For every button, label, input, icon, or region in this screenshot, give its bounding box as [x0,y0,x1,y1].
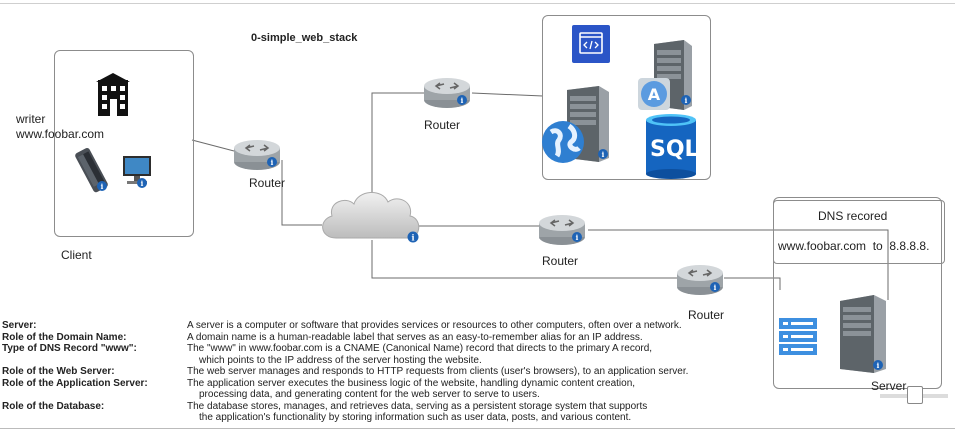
sql-database-icon [646,114,696,179]
description-key: Role of the Application Server: [2,377,148,389]
router-label-3: Router [542,254,579,268]
description-line: The application server executes the busi… [187,377,636,389]
description-key: Role of the Domain Name: [2,331,127,343]
description-line: The database stores, manages, and retrie… [187,400,648,412]
svg-text:i: i [271,158,274,167]
description-value: The application server executes the busi… [187,378,947,401]
svg-text:i: i [576,233,579,242]
domain-label: www.foobar.com [16,127,105,141]
writer-label: writer [16,112,46,126]
desktop-computer-icon: i [123,156,151,188]
sql-text: SQL [650,137,699,162]
description-value: A domain name is a human-readable label … [187,332,947,344]
mobile-phone-icon: i [75,147,108,193]
svg-text:i: i [411,233,414,243]
dns-record: www.foobar.com to 8.8.8.8. [778,239,930,253]
router-label-2: Router [424,118,461,132]
router-icon: i [539,215,585,245]
svg-text:i: i [461,96,464,105]
description-row: Role of the Application Server: The appli… [2,378,947,401]
description-row: Role of the Domain Name: A domain name is… [2,332,947,344]
router-icon: i [234,140,280,170]
svg-text:i: i [714,283,717,292]
web-app-icon [572,25,610,63]
description-key: Role of the Web Server: [2,366,115,377]
dns-title: DNS recored [818,209,888,223]
scrollbar-thumb[interactable] [907,386,923,404]
top-border [0,3,955,4]
description-key: Role of the Database: [2,400,105,412]
description-row: Role of the Database: The database stores… [2,401,947,424]
description-line: A server is a computer or software that … [187,320,682,331]
description-line: the application's functionality by stori… [199,412,632,423]
dns-list-icon [779,318,817,355]
description-row: Type of DNS Record "www": The "www" in ww… [2,343,947,366]
router-icon: i [677,265,723,295]
building-icon [96,73,130,116]
description-value: A server is a computer or software that … [187,320,947,332]
description-line: The "www" in www.foobar.com is a CNAME (… [187,343,653,354]
svg-text:i: i [141,179,144,188]
svg-text:A: A [648,85,661,104]
router-label-1: Router [249,176,286,190]
client-box [54,50,194,237]
dns-server-caption: Server [871,379,907,393]
description-key: Server: [2,320,37,331]
description-line: The web server manages and responds to H… [187,366,689,377]
client-caption: Client [61,248,92,262]
description-value: The database stores, manages, and retrie… [187,401,947,424]
description-row: Server: A server is a computer or softwar… [2,320,947,332]
description-value: The web server manages and responds to H… [187,366,947,378]
svg-text:i: i [602,150,605,159]
svg-text:i: i [101,182,104,191]
svg-text:i: i [877,361,880,370]
description-value: The "www" in www.foobar.com is a CNAME (… [187,343,947,366]
router-icon: i [424,78,470,108]
description-key: Type of DNS Record "www": [2,343,137,354]
description-line: A domain name is a human-readable label … [187,331,643,343]
description-list: Server: A server is a computer or softwar… [2,320,947,424]
dns-record-box [773,200,945,264]
web-server-globe-icon: i [542,86,609,163]
bottom-border [0,428,955,429]
app-server-icon: A i [638,40,692,110]
cloud-icon: i [322,192,420,243]
dns-server-icon: i [840,295,886,373]
router-label-4: Router [688,308,725,322]
description-line: processing data, and generating content … [199,389,540,400]
description-row: Role of the Web Server: The web server ma… [2,366,947,378]
diagram-title: 0-simple_web_stack [251,32,358,44]
description-line: which points to the IP address of the se… [199,354,482,366]
server-group-box [542,15,711,180]
svg-text:i: i [685,96,688,105]
dns-server-box [773,197,942,389]
